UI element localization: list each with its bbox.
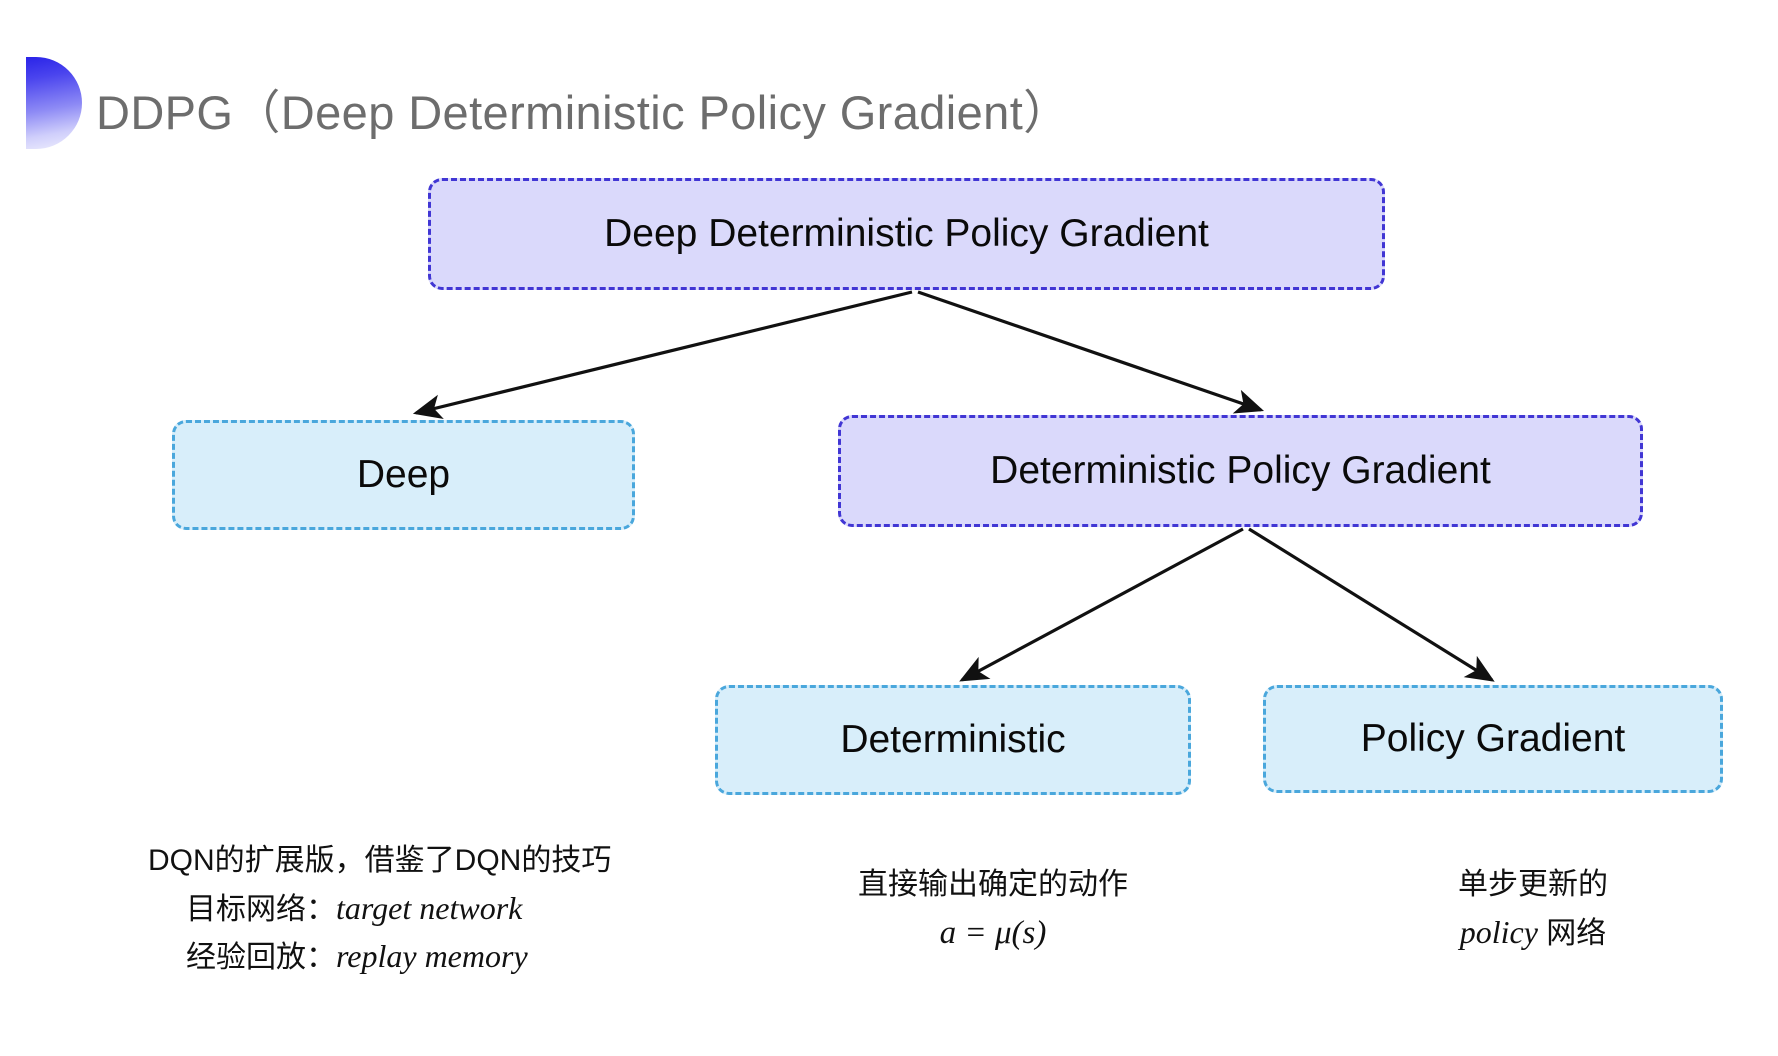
edge-root-to-deep: [412, 290, 913, 420]
annotation-deterministic-formula: a = μ(s): [939, 914, 1047, 951]
annotation-deep-line3: 经验回放：replay memory: [148, 932, 611, 981]
annotation-deterministic: 直接输出确定的动作 a = μ(s): [843, 862, 1143, 958]
edge-dpg-to-det: [959, 527, 1244, 682]
node-deterministic-policy-gradient[interactable]: Deterministic Policy Gradient: [838, 415, 1643, 527]
title-bullet-half-circle-icon: [26, 57, 82, 149]
annotation-deep-line2-label: 目标网络：: [186, 892, 336, 926]
node-deep[interactable]: Deep: [172, 420, 635, 530]
annotation-deep-line3-label: 经验回放：: [186, 941, 336, 975]
annotation-deterministic-line1: 直接输出确定的动作: [858, 868, 1128, 901]
annotation-deep-line1: DQN的扩展版，借鉴了DQN的技巧: [148, 844, 612, 877]
node-deep-deterministic-policy-gradient[interactable]: Deep Deterministic Policy Gradient: [428, 178, 1385, 290]
annotation-policy-gradient-term: policy: [1459, 913, 1538, 950]
edge-root-to-dpg: [917, 290, 1265, 414]
annotation-policy-gradient-suffix: 网络: [1537, 916, 1607, 950]
edge-dpg-to-pg: [1248, 527, 1495, 682]
node-deterministic[interactable]: Deterministic: [715, 685, 1191, 795]
annotation-deep-line2-term: target network: [336, 889, 523, 926]
node-policy-gradient[interactable]: Policy Gradient: [1263, 685, 1723, 793]
annotation-policy-gradient: 单步更新的 policy 网络: [1413, 862, 1653, 956]
annotation-policy-gradient-line2: policy 网络: [1413, 908, 1653, 957]
annotation-deep-line3-term: replay memory: [336, 938, 528, 975]
annotation-deep-line2: 目标网络：target network: [148, 884, 611, 933]
page-title: DDPG（Deep Deterministic Policy Gradient）: [96, 86, 1071, 139]
annotation-deep: DQN的扩展版，借鉴了DQN的技巧 目标网络：target network 经验…: [148, 838, 611, 981]
annotation-policy-gradient-line1: 单步更新的: [1458, 868, 1608, 901]
